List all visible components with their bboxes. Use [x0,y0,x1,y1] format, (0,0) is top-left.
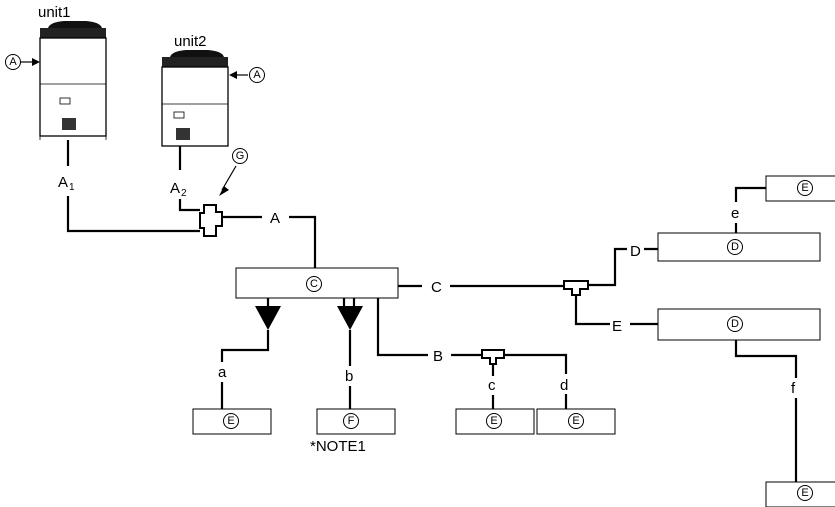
svg-text:2: 2 [181,188,187,199]
svg-text:B: B [433,348,443,365]
svg-text:E: E [227,415,234,427]
svg-text:D: D [630,243,641,260]
box-D-lower: D [657,308,821,341]
pipe-D: D [588,243,658,287]
svg-text:D: D [731,241,739,253]
svg-text:E: E [801,182,808,194]
pipe-a: a [218,298,281,409]
unit2-label: unit2 [174,33,207,50]
box-E-f: E [765,481,835,507]
svg-text:A: A [170,180,180,197]
unit2-fan-guard [162,57,228,67]
svg-text:f: f [791,380,796,397]
svg-text:A: A [58,174,68,191]
svg-text:c: c [488,377,496,394]
pipe-b: b [337,298,363,409]
pipe-A2: A 2 [170,146,200,212]
note-label: *NOTE1 [310,438,366,455]
svg-text:E: E [490,415,497,427]
unit1-fan-guard [40,28,106,38]
svg-text:C: C [431,279,442,296]
unit2-cabinet [161,66,229,147]
marker-A-unit2: A [229,67,265,83]
svg-text:D: D [731,318,739,330]
branch-joint-G: G [199,148,248,237]
pipe-B: B c d [376,298,568,409]
pipe-C: C [398,279,589,296]
pipe-e: e [731,186,766,233]
marker-A-unit1: A [5,54,40,70]
unit2-service-panel [176,128,190,140]
marker-G: G [236,150,245,162]
box-E-a: E [192,408,272,435]
box-E-c: E [455,408,535,435]
svg-text:A: A [270,210,280,227]
box-D-upper: D [657,232,821,262]
svg-text:F: F [348,415,355,427]
unit1-label: unit1 [38,4,71,21]
svg-text:b: b [345,368,353,385]
box-F-b: F [316,408,396,435]
unit2-fan-top [170,50,224,57]
svg-text:E: E [612,318,622,335]
pipe-A1: A 1 [58,140,200,233]
svg-text:C: C [310,278,318,290]
outdoor-unit-1: unit1 [38,4,107,140]
box-E-d: E [536,408,616,435]
box-C: C [235,267,399,299]
unit1-service-panel [62,118,76,130]
pipe-f: f [734,340,798,482]
svg-text:1: 1 [69,182,75,193]
pipe-E: E [574,295,658,335]
svg-text:A: A [253,69,261,81]
svg-text:E: E [572,415,579,427]
svg-text:d: d [560,377,568,394]
svg-text:e: e [731,205,739,222]
outdoor-unit-2: unit2 [161,33,229,147]
svg-text:A: A [9,56,17,68]
svg-text:E: E [801,487,808,499]
svg-text:a: a [218,364,227,381]
pipe-A: A [222,210,317,268]
unit1-fan-top [48,21,102,28]
box-E-e: E [765,175,835,202]
